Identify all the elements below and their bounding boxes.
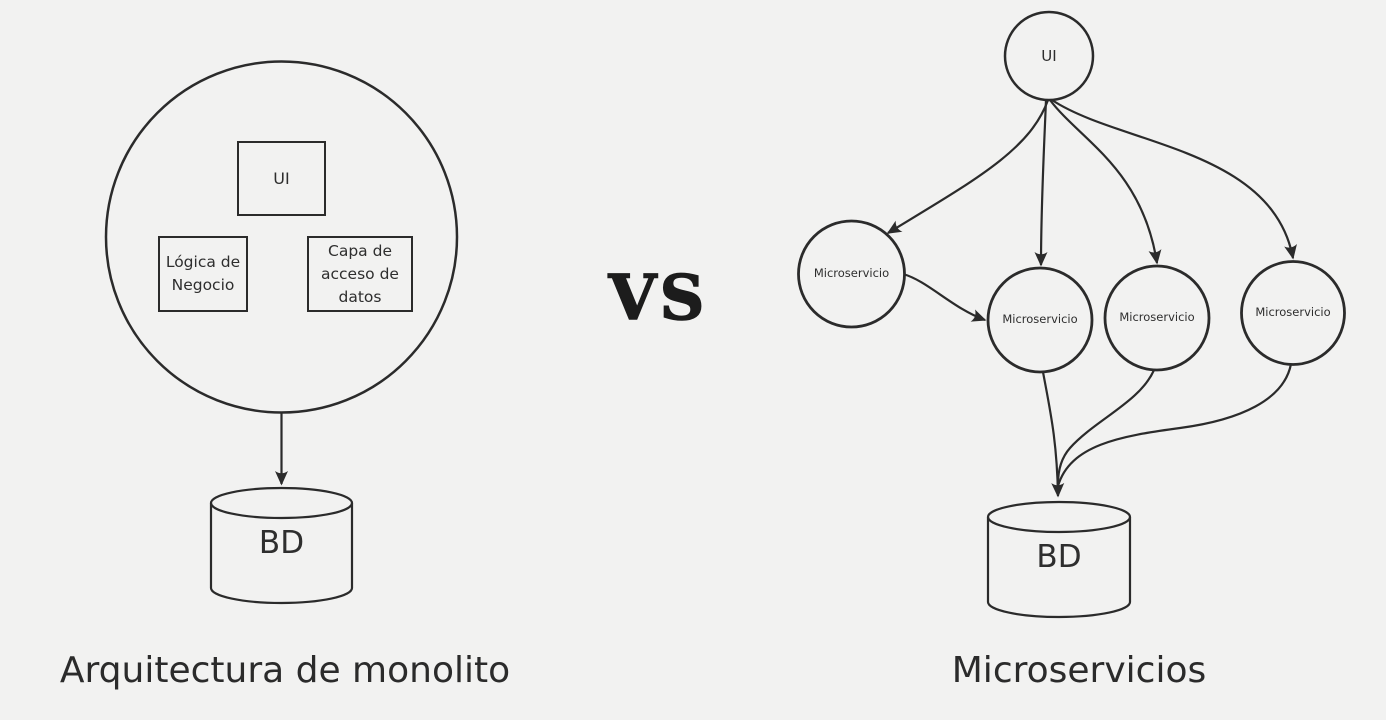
microservice-3-to-db-arrow [1056, 369, 1156, 485]
ui-to-microservice-1-arrow [886, 99, 1050, 234]
microservice-node-3 [1103, 264, 1211, 372]
monolith-caption: Arquitectura de monolito [59, 649, 511, 691]
ui-box-label: UI [273, 168, 290, 188]
microservice-node-1 [797, 219, 906, 329]
microservice-node-2 [986, 266, 1094, 374]
ui-to-microservice-2-arrow [1034, 99, 1048, 267]
monolith-db-label: BD [258, 525, 305, 562]
ui-box [237, 141, 326, 216]
data-access-box-label: Capa de acceso de datos [321, 241, 399, 306]
vs-label: VS [608, 260, 708, 335]
microservice-node-3-label: Microservicio [1119, 310, 1195, 325]
microservice-node-1-label: Microservicio [813, 266, 890, 281]
microservice-node-4 [1240, 260, 1346, 366]
microservice-node-4-label: Microservicio [1255, 305, 1331, 320]
monolith-db-cylinder-body [209, 503, 354, 605]
business-logic-box [158, 236, 248, 312]
business-logic-box-label: Lógica de Negocio [165, 253, 241, 294]
microservices-db-cylinder-body [986, 517, 1132, 619]
data-access-box [307, 236, 413, 312]
microservices-db-label: BD [1036, 539, 1082, 576]
ui-node [1003, 10, 1095, 102]
ui-to-microservice-3-arrow [1049, 99, 1162, 265]
microservices-caption: Microservicios [951, 649, 1207, 691]
ui-node-label: UI [1041, 46, 1057, 65]
microservice-2-to-db-arrow [1041, 371, 1065, 498]
microservice-node-2-label: Microservicio [1002, 312, 1078, 327]
ui-to-microservice-4-arrow [1051, 99, 1297, 260]
microservice-4-to-db-arrow [1056, 363, 1293, 487]
microservice-1-to-2-arrow [902, 272, 987, 322]
